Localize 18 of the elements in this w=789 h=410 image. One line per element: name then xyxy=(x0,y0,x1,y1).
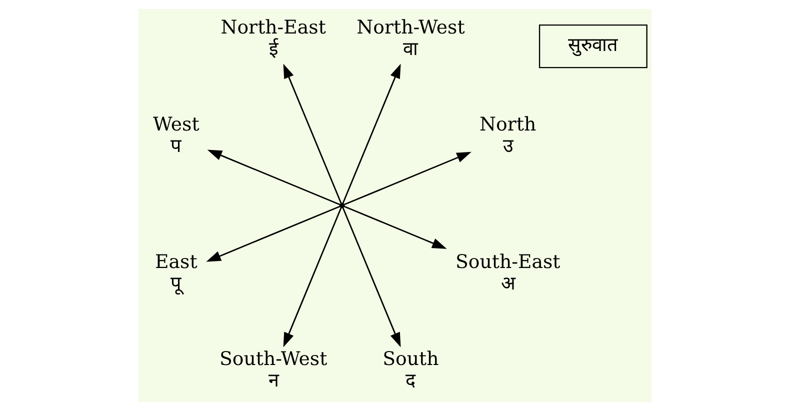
arrow xyxy=(342,63,400,203)
node-text: North-East ई xyxy=(220,16,326,60)
node-box: सुरुवात xyxy=(538,24,647,68)
node-text: East पू xyxy=(154,250,197,294)
node-text: West प xyxy=(152,113,199,156)
node-text: North उ xyxy=(479,113,536,156)
arrow xyxy=(342,207,400,347)
node-point xyxy=(338,202,344,208)
node-text: South द xyxy=(382,348,438,391)
arrow xyxy=(282,207,342,347)
arrow xyxy=(344,205,446,248)
arrow xyxy=(206,149,340,205)
arrow xyxy=(206,205,340,262)
arrow xyxy=(282,63,342,203)
node-text: North-West वा xyxy=(356,16,464,60)
node-text: South-West न xyxy=(218,348,327,391)
arrow xyxy=(344,151,471,205)
node-text: South-East अ xyxy=(454,250,560,294)
